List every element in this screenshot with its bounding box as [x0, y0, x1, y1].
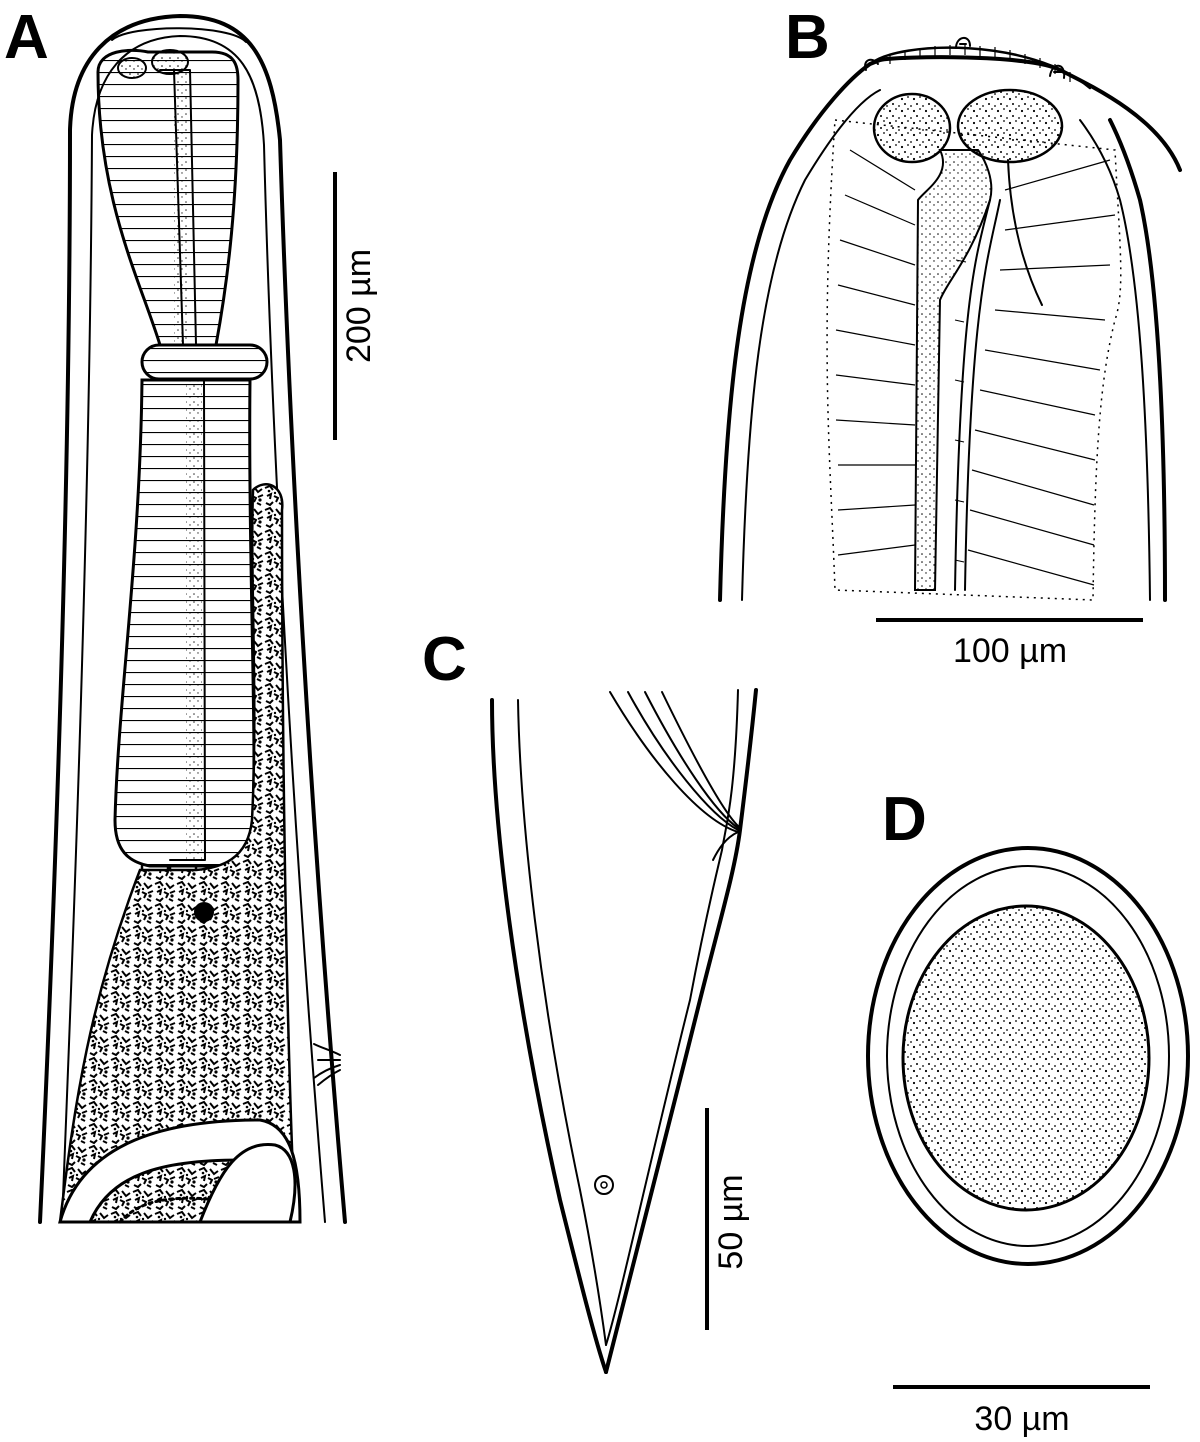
- panel-c-converging-lines: [609, 691, 739, 861]
- panel-b-papilla-right: [1049, 64, 1066, 79]
- panel-b-esophagus-region: [826, 119, 1122, 601]
- panel-b-lumen-wall: [954, 199, 1001, 591]
- panel-c-tail-inner-left: [517, 699, 607, 1346]
- panel-a-intestine: [58, 483, 297, 1224]
- panel-a-excretory-pore: [313, 1043, 341, 1086]
- panel-d-letter: D: [882, 785, 927, 854]
- panel-a-coil-lobe: [197, 1142, 297, 1224]
- panel-b-gland-duct: [1007, 159, 1043, 306]
- panel-c-scale-label: 50 µm: [712, 1174, 750, 1269]
- panel-a-esophagus-posterior: [113, 378, 256, 869]
- panel-a-scale-label: 200 µm: [340, 249, 378, 363]
- panel-c: C 50 µm: [422, 625, 758, 1374]
- panel-c-letter: C: [422, 625, 467, 694]
- panel-d: D 30 µm: [866, 785, 1190, 1438]
- panel-a-cephalic-cap: [111, 27, 247, 43]
- panel-b-letter: B: [785, 3, 830, 72]
- panel-b-cap-striae: [889, 45, 1071, 82]
- panel-b-muscle-lines: [835, 149, 1116, 586]
- panel-a-body-outer: [38, 14, 347, 1224]
- panel-b-papilla-left: [864, 58, 879, 71]
- panel-b-lumen: [913, 149, 993, 591]
- panel-b-body-outer: [718, 55, 1182, 602]
- panel-c-tail-outer-left: [490, 698, 608, 1374]
- panel-b-lumen-ticks: [954, 259, 967, 563]
- panel-d-egg-content: [901, 904, 1151, 1212]
- panel-a-letter: A: [4, 3, 49, 72]
- panel-b: B: [718, 3, 1182, 670]
- panel-b-amphid-right: [956, 88, 1064, 164]
- panel-c-tail-outer-right: [604, 688, 758, 1374]
- panel-a-nerve-ring: [140, 343, 269, 381]
- panel-b-papilla-top: [955, 37, 971, 49]
- panel-b-scale-label: 100 µm: [953, 632, 1067, 670]
- panel-b-body-right: [1108, 118, 1167, 602]
- panel-b-amphid-left: [872, 92, 952, 164]
- panel-d-scale-label: 30 µm: [974, 1400, 1069, 1438]
- panel-a-nucleus: [194, 902, 214, 922]
- panel-a: A 200 µm: [4, 3, 378, 1224]
- panel-a-coil-inner: [118, 1196, 222, 1224]
- panel-c-phasmid: [594, 1175, 614, 1195]
- panel-a-esophagus-anterior: [96, 48, 240, 347]
- panel-b-cuticle-inner: [741, 89, 1151, 601]
